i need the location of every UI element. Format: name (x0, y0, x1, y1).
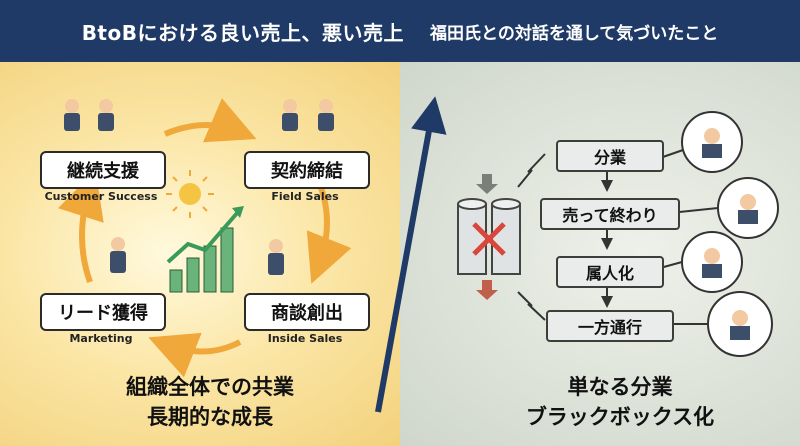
worried-people-icons (659, 111, 779, 357)
people-icons-left (64, 99, 334, 275)
left-caption: 組織全体での共業 長期的な成長 (60, 372, 360, 432)
left-caption-line1: 組織全体での共業 (126, 375, 294, 399)
cycle-sub-marketing: Marketing (69, 332, 133, 345)
left-caption-line2: 長期的な成長 (147, 405, 273, 429)
cycle-sub-customer-success: Customer Success (44, 190, 158, 203)
right-caption: 単なる分業 ブラックボックス化 (470, 372, 770, 432)
sun-icon (166, 170, 214, 218)
cycle-box-marketing: リード獲得 (40, 293, 166, 331)
page-title: BtoBにおける良い売上、悪い売上 (81, 20, 404, 45)
right-caption-line1: 単なる分業 (567, 375, 673, 399)
step-box-one-way: 一方通行 (546, 310, 674, 342)
blackbox-cylinders-icon (457, 174, 521, 300)
cycle-arrows (58, 98, 352, 378)
step-box-division: 分業 (556, 140, 664, 172)
growth-chart-icon (166, 206, 244, 293)
cycle-box-field-sales: 契約締結 (244, 151, 370, 189)
illustration-layer (58, 96, 779, 413)
header-banner: BtoBにおける良い売上、悪い売上 福田氏との対話を通して気づいたこと (0, 0, 800, 62)
cycle-sub-field-sales: Field Sales (271, 190, 339, 203)
cycle-box-customer-success: 継続支援 (40, 151, 166, 189)
cycle-box-inside-sales: 商談創出 (244, 293, 370, 331)
right-caption-line2: ブラックボックス化 (525, 405, 715, 429)
growth-arrow (375, 96, 447, 413)
cycle-sub-inside-sales: Inside Sales (267, 332, 343, 345)
step-box-siloed: 属人化 (556, 256, 664, 288)
step-box-sell-and-done: 売って終わり (540, 198, 680, 230)
page-subtitle: 福田氏との対話を通して気づいたこと (429, 23, 719, 44)
